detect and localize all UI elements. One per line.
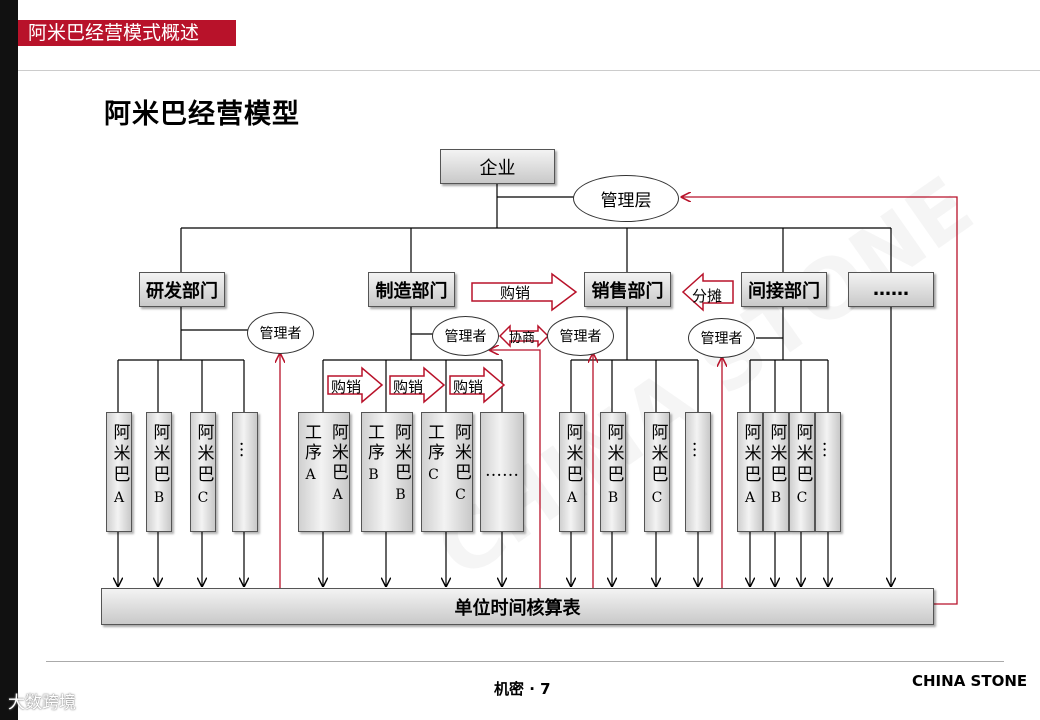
- sales-department-box: 销售部门: [584, 272, 671, 307]
- purchase-arrow-dept: [471, 272, 578, 312]
- left-black-bar: [0, 0, 18, 720]
- purchase-label-dept: 购销: [500, 284, 531, 302]
- rd-manager-oval: 管理者: [247, 312, 314, 354]
- page-heading: 阿米巴经营模型: [104, 99, 300, 130]
- purchase-arrow-2: [389, 366, 446, 404]
- unit-time-ledger-box: 单位时间核算表: [101, 588, 934, 625]
- purchase-arrow-3: [449, 366, 506, 404]
- bottom-divider: [46, 661, 1004, 662]
- indirect-manager-oval: 管理者: [688, 318, 755, 358]
- management-layer-oval: 管理层: [573, 175, 679, 222]
- sales-manager-oval: 管理者: [547, 316, 614, 356]
- enterprise-box: 企业: [440, 149, 555, 184]
- rd-amoeba-more: …: [232, 412, 258, 532]
- brand-logo: CHINA STONE: [912, 672, 1028, 690]
- manufacturing-manager-oval: 管理者: [432, 316, 499, 356]
- purchase-label-3: 购销: [453, 378, 484, 396]
- manufacturing-department-box: 制造部门: [368, 272, 455, 307]
- slide-title: 阿米巴经营模式概述: [18, 20, 236, 46]
- purchase-label-1: 购销: [331, 378, 362, 396]
- footer-page-label: 机密 · 7: [494, 680, 551, 698]
- negotiation-label: 协商: [509, 331, 536, 346]
- indirect-amoeba-more: …: [815, 412, 841, 532]
- top-divider: [18, 70, 1040, 71]
- sales-amoeba-more: …: [685, 412, 711, 532]
- process-amoeba-more: ……: [480, 412, 524, 532]
- allocation-arrow: [681, 272, 734, 312]
- corner-watermark: 大数跨境: [8, 693, 76, 713]
- purchase-label-2: 购销: [393, 378, 424, 396]
- allocation-label: 分摊: [692, 287, 723, 305]
- purchase-arrow-1: [327, 366, 384, 404]
- rd-department-box: 研发部门: [139, 272, 225, 307]
- more-departments-box: ……: [848, 272, 934, 307]
- indirect-department-box: 间接部门: [741, 272, 827, 307]
